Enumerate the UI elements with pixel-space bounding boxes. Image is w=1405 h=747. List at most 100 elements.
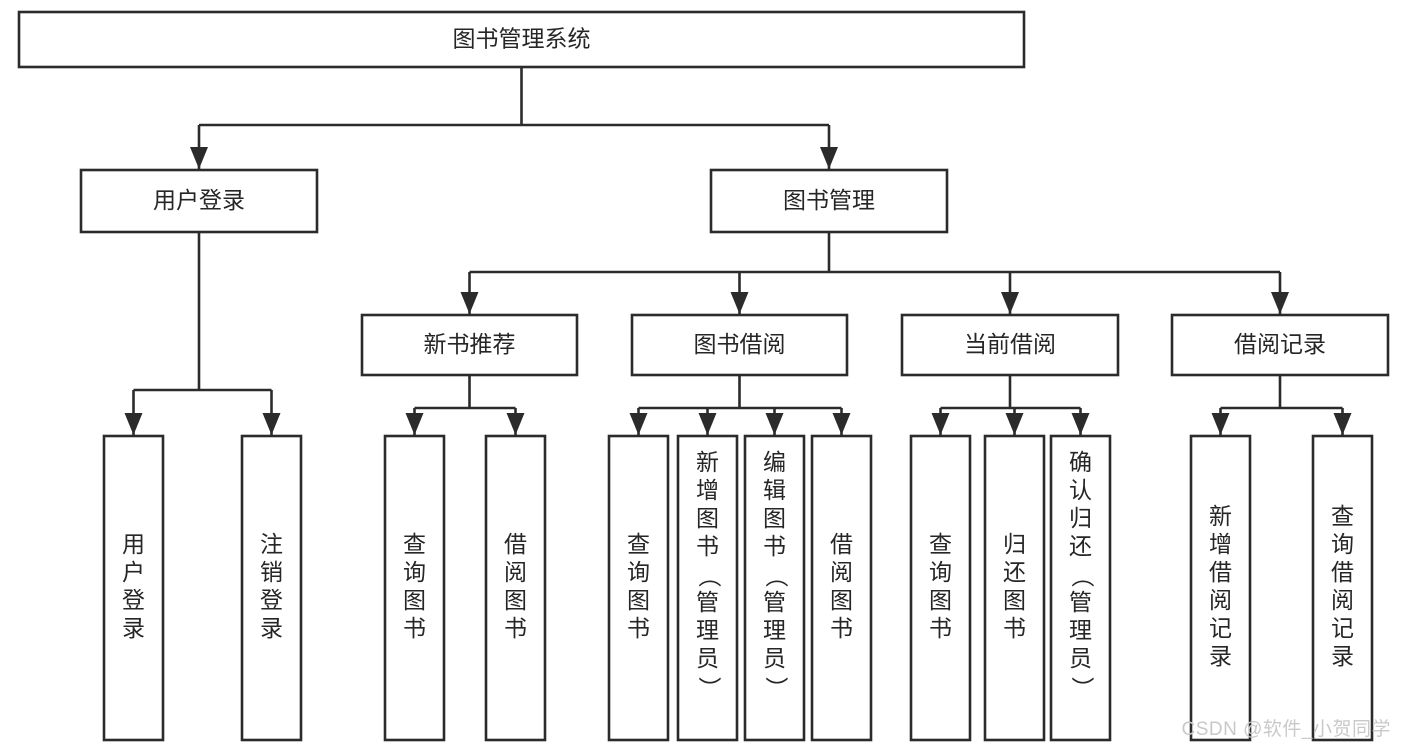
node-leaf-query-books-borrow-label-char: 询: [627, 559, 650, 585]
node-leaf-add-book-admin-label-char: 增: [696, 477, 719, 503]
node-borrow-record-label: 借阅记录: [1234, 331, 1326, 357]
connector-arrowhead: [506, 413, 525, 435]
node-leaf-query-books-borrow-label-char: 图: [627, 587, 650, 613]
node-leaf-return-books-box[interactable]: [983, 434, 1046, 742]
connector-arrowhead: [698, 413, 717, 435]
node-leaf-borrow-books-rec-label-char: 书: [504, 615, 527, 641]
nodes-layer: 图书管理系统用户登录图书管理新书推荐图书借阅当前借阅借阅记录用户登录注销登录查询…: [17, 10, 1390, 742]
node-user-login-box[interactable]: [79, 168, 319, 234]
node-leaf-borrow-books-rec-label-char: 阅: [504, 559, 527, 585]
node-leaf-query-borrow-record-label-char: 阅: [1331, 587, 1354, 613]
connector-arrowhead: [405, 413, 424, 435]
node-leaf-borrow-books-rec-box[interactable]: [484, 434, 547, 742]
connector-arrowhead: [730, 292, 749, 314]
node-leaf-add-book-admin-label-char: 图: [696, 505, 719, 531]
node-leaf-return-books-label-char: 还: [1003, 559, 1026, 585]
node-leaf-confirm-return-admin-label-char: 管: [1069, 589, 1092, 615]
node-leaf-add-borrow-record-box[interactable]: [1189, 434, 1252, 742]
node-user-login[interactable]: 用户登录: [79, 168, 319, 234]
node-borrow-record-box[interactable]: [1170, 313, 1390, 377]
node-leaf-user-logout-label-char: 销: [260, 559, 283, 585]
connector-arrowhead: [820, 147, 838, 169]
node-current-borrow[interactable]: 当前借阅: [900, 313, 1120, 377]
node-leaf-borrow-books-rec-label-char: 借: [504, 531, 527, 557]
node-leaf-query-books-borrow-label-char: 查: [627, 531, 650, 557]
node-current-borrow-label: 当前借阅: [964, 331, 1056, 357]
connector-arrowhead: [262, 413, 281, 435]
node-leaf-query-books-current-label-char: 书: [929, 615, 952, 641]
node-book-borrow-label: 图书借阅: [694, 331, 786, 357]
node-leaf-add-book-admin-label-char: 管: [696, 589, 719, 615]
node-leaf-edit-book-admin-box[interactable]: [743, 434, 806, 742]
node-leaf-confirm-return-admin-label-char: 还: [1069, 533, 1092, 559]
connector-arrowhead: [1005, 413, 1024, 435]
connector-arrowhead: [832, 413, 851, 435]
node-leaf-query-books-borrow-label-char: 书: [627, 615, 650, 641]
node-leaf-query-books-rec-label-char: 查: [403, 531, 426, 557]
node-leaf-user-logout-box[interactable]: [240, 434, 303, 742]
node-root-label: 图书管理系统: [453, 26, 591, 52]
node-leaf-borrow-books-rec-label-char: 图: [504, 587, 527, 613]
node-leaf-add-borrow-record-label-char: 记: [1209, 615, 1232, 641]
node-leaf-add-book-admin-label-char: 书: [696, 533, 719, 559]
node-leaf-query-borrow-record-label-char: 记: [1331, 615, 1354, 641]
node-leaf-borrow-books-borrow-box[interactable]: [810, 434, 873, 742]
node-leaf-query-books-rec-label-char: 书: [403, 615, 426, 641]
node-leaf-add-borrow-record-label-char: 借: [1209, 559, 1232, 585]
node-leaf-edit-book-admin-label-char: 书: [763, 533, 786, 559]
node-leaf-query-books-borrow-box[interactable]: [607, 434, 670, 742]
node-leaf-confirm-return-admin-label-char: 归: [1069, 505, 1092, 531]
node-user-login-label: 用户登录: [153, 187, 245, 213]
node-leaf-borrow-books-borrow-label-char: 借: [830, 531, 853, 557]
connector-arrowhead: [1001, 292, 1019, 314]
node-leaf-return-books-label-char: 图: [1003, 587, 1026, 613]
node-leaf-query-books-current-label-char: 图: [929, 587, 952, 613]
node-leaf-confirm-return-admin-label-char: （: [1069, 565, 1095, 588]
node-leaf-query-books-rec-box[interactable]: [383, 434, 446, 742]
node-leaf-add-borrow-record-label-char: 阅: [1209, 587, 1232, 613]
node-leaf-query-borrow-record-box[interactable]: [1311, 434, 1374, 742]
node-book-management-box[interactable]: [709, 168, 949, 234]
node-leaf-edit-book-admin-label-char: ）: [763, 677, 789, 700]
node-leaf-confirm-return-admin-box[interactable]: [1049, 434, 1112, 742]
node-borrow-record[interactable]: 借阅记录: [1170, 313, 1390, 377]
node-new-book-recommend[interactable]: 新书推荐: [360, 313, 579, 377]
node-leaf-confirm-return-admin-label-char: 确: [1069, 449, 1092, 475]
node-root-box[interactable]: [17, 10, 1026, 69]
node-leaf-edit-book-admin-label-char: 图: [763, 505, 786, 531]
node-book-borrow-box[interactable]: [630, 313, 849, 377]
node-new-book-recommend-box[interactable]: [360, 313, 579, 377]
node-leaf-add-book-admin-box[interactable]: [676, 434, 739, 742]
node-leaf-edit-book-admin-label-char: 理: [763, 617, 786, 643]
connector-arrowhead: [629, 413, 648, 435]
node-current-borrow-box[interactable]: [900, 313, 1120, 377]
node-leaf-borrow-books-borrow-label-char: 图: [830, 587, 853, 613]
node-book-management[interactable]: 图书管理: [709, 168, 949, 234]
node-leaf-user-login-box[interactable]: [102, 434, 165, 742]
node-leaf-user-logout-label-char: 录: [260, 615, 283, 641]
node-root[interactable]: 图书管理系统: [17, 10, 1026, 69]
node-leaf-user-login[interactable]: 用户登录: [102, 434, 165, 742]
node-leaf-edit-book-admin-label-char: 员: [763, 645, 786, 671]
node-book-borrow[interactable]: 图书借阅: [630, 313, 849, 377]
node-leaf-user-logout-label-char: 注: [260, 531, 283, 557]
connector-arrowhead: [1271, 292, 1289, 314]
node-leaf-query-borrow-record-label-char: 录: [1331, 643, 1354, 669]
node-leaf-user-login-label-char: 户: [122, 559, 145, 585]
watermark-text: CSDN @软件_小贺同学: [1181, 719, 1391, 740]
node-leaf-query-books-current-box[interactable]: [909, 434, 972, 742]
node-leaf-add-borrow-record-label-char: 增: [1209, 531, 1232, 557]
